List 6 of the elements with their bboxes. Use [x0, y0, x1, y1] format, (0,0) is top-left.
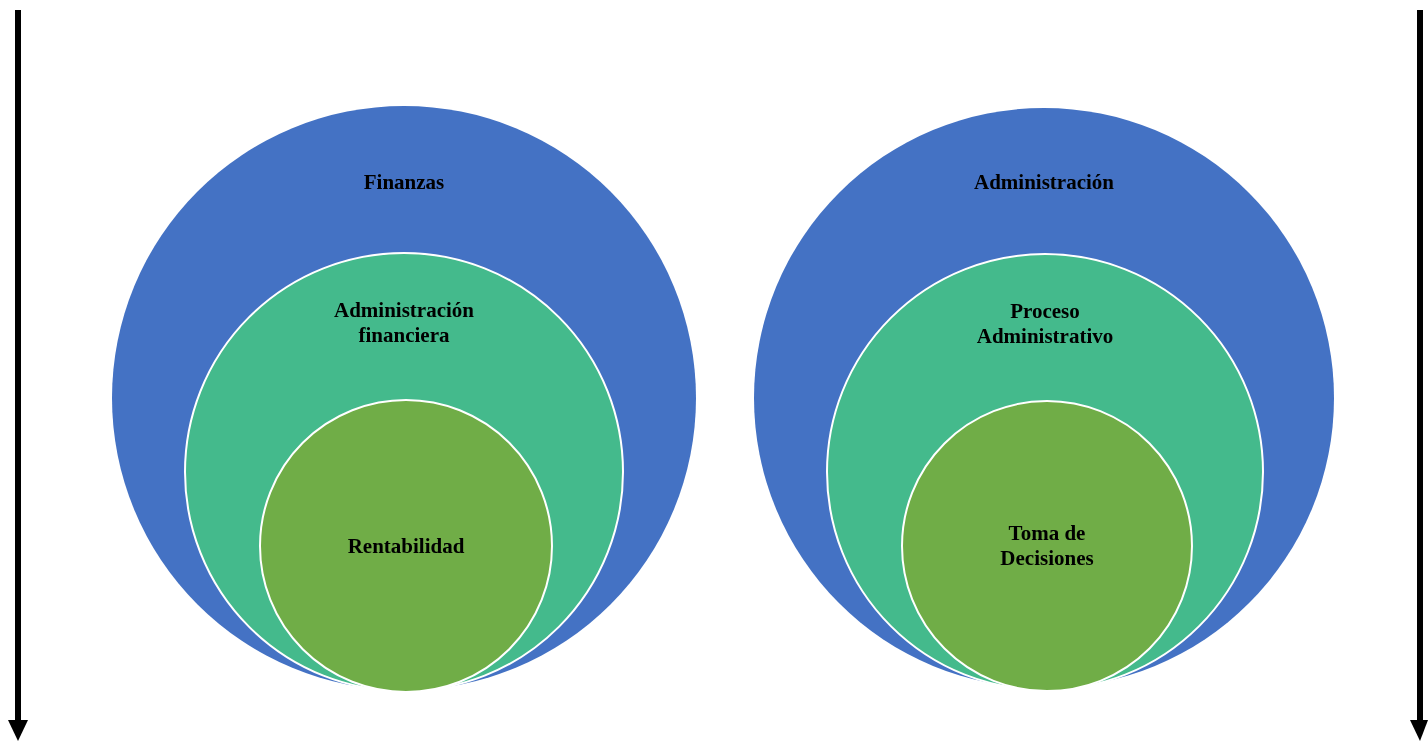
circle-label: Administración	[973, 170, 1115, 195]
circle-label: Rentabilidad	[346, 533, 466, 559]
circle-label: Finanzas	[362, 170, 446, 195]
circle-label: Proceso Administrativo	[975, 299, 1115, 349]
circle-label: Toma de Decisiones	[999, 521, 1095, 571]
circle-label: Administración financiera	[333, 298, 475, 348]
